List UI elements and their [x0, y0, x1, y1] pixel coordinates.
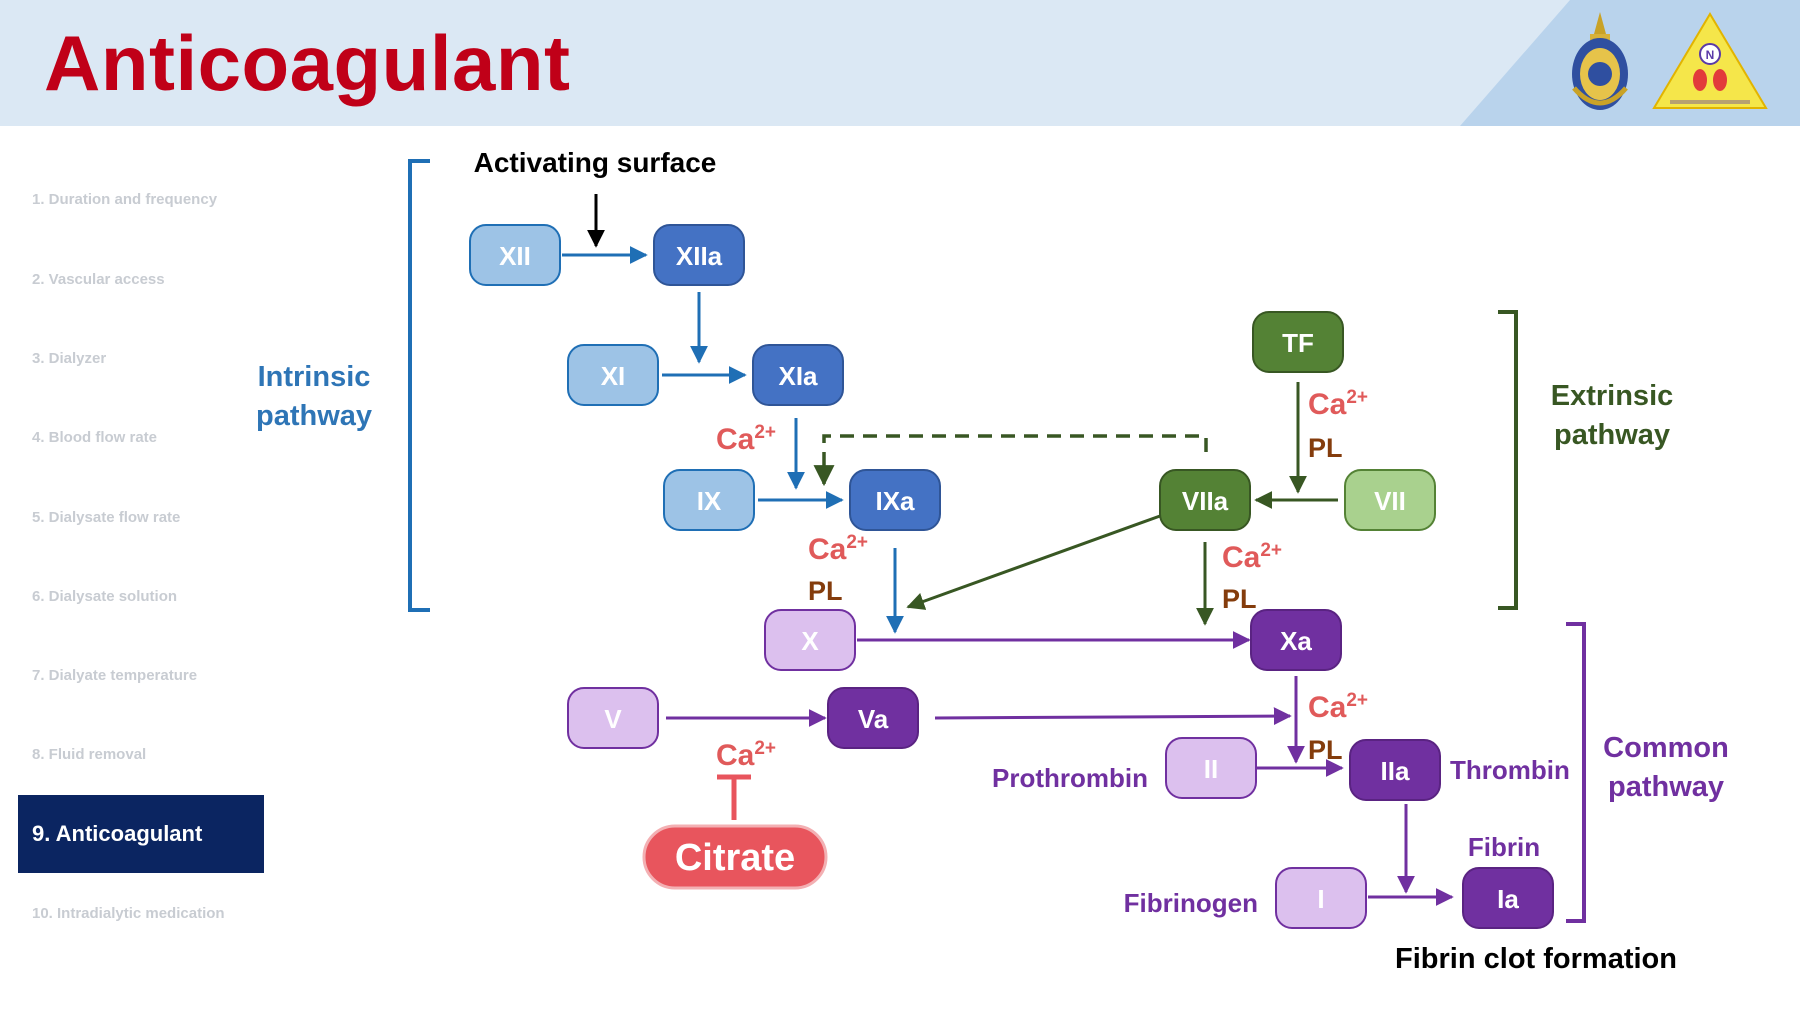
factor-v-label: V	[604, 704, 622, 734]
factor-ix-label: IX	[697, 486, 722, 516]
calcium-label-citrate: Ca2+	[716, 738, 776, 772]
calcium-label-xa: Ca2+	[1308, 690, 1368, 724]
calcium-text: Ca	[716, 739, 755, 772]
phospholipid-label-viia: PL	[1222, 584, 1257, 614]
common-label-line1: Common	[1603, 732, 1729, 764]
calcium-text: Ca	[1222, 541, 1261, 574]
calcium-text: Ca	[1308, 388, 1347, 421]
calcium-sup: 2+	[1346, 690, 1368, 711]
factor-tf: TF	[1252, 311, 1344, 373]
fibrin-label: Fibrin	[1468, 832, 1540, 862]
factor-x-label: X	[801, 626, 819, 656]
factor-vii-label: VII	[1374, 486, 1406, 516]
factor-xiia-label: XIIa	[676, 241, 723, 271]
nav-item-vascular-access[interactable]: 2. Vascular access	[32, 271, 165, 288]
factor-xiia: XIIa	[653, 224, 745, 286]
factor-x: X	[764, 609, 856, 671]
royal-seal-logo	[1572, 12, 1628, 110]
calcium-sup: 2+	[1346, 387, 1368, 408]
factor-tf-label: TF	[1282, 328, 1314, 358]
calcium-sup: 2+	[1260, 540, 1282, 561]
factor-xi-label: XI	[601, 361, 626, 391]
extrinsic-bracket	[1498, 310, 1518, 610]
factor-ia: Ia	[1462, 867, 1554, 929]
citrate-pill: Citrate	[642, 824, 828, 890]
prothrombin-label: Prothrombin	[992, 763, 1148, 793]
factor-xii-label: XII	[499, 241, 531, 271]
phospholipid-label-ixa: PL	[808, 576, 843, 606]
calcium-text: Ca	[808, 533, 847, 566]
extrinsic-label-line2: pathway	[1554, 419, 1670, 451]
nav-item-duration-frequency[interactable]: 1. Duration and frequency	[32, 191, 218, 208]
arrow-viia-activates-ix-dashed	[813, 434, 1208, 487]
page-title: Anticoagulant	[44, 19, 571, 107]
citrate-label: Citrate	[675, 837, 795, 879]
factor-ixa-label: IXa	[875, 486, 915, 516]
factor-xi: XI	[567, 344, 659, 406]
nav-item-blood-flow-rate[interactable]: 4. Blood flow rate	[32, 429, 158, 446]
nav-item-dialyzer[interactable]: 3. Dialyzer	[32, 350, 107, 367]
slide-header: Anticoagulant N	[0, 0, 1800, 126]
factor-iia-label: IIa	[1381, 756, 1410, 786]
factor-ixa: IXa	[849, 469, 941, 531]
nav-item-dialyate-temperature[interactable]: 7. Dialyate temperature	[32, 667, 198, 684]
intrinsic-label-line2: pathway	[256, 400, 372, 432]
factor-xia-label: XIa	[778, 361, 818, 391]
factor-v: V	[567, 687, 659, 749]
arrow-va-to-complex	[934, 707, 1292, 726]
common-label-line2: pathway	[1608, 771, 1724, 803]
svg-text:N: N	[1706, 48, 1715, 62]
nav-item-dialysate-flow-rate[interactable]: 5. Dialysate flow rate	[32, 509, 181, 526]
fibrinogen-label: Fibrinogen	[1124, 888, 1258, 918]
factor-xii: XII	[469, 224, 561, 286]
activating-surface-label: Activating surface	[474, 147, 717, 178]
factor-vii: VII	[1344, 469, 1436, 531]
factor-viia-label: VIIa	[1182, 486, 1229, 516]
factor-ia-label: Ia	[1497, 884, 1519, 914]
phospholipid-label-xa: PL	[1308, 735, 1343, 765]
calcium-sup: 2+	[846, 532, 868, 553]
thrombin-label: Thrombin	[1450, 755, 1570, 785]
factor-ix: IX	[663, 469, 755, 531]
extrinsic-label-line1: Extrinsic	[1551, 380, 1674, 412]
factor-xa-label: Xa	[1280, 626, 1312, 656]
factor-i-label: I	[1317, 884, 1324, 914]
calcium-sup: 2+	[754, 422, 776, 443]
calcium-label-ixa: Ca2+	[808, 532, 868, 566]
calcium-label-viia: Ca2+	[1222, 540, 1282, 574]
nav-item-anticoagulant-active[interactable]: 9. Anticoagulant	[18, 795, 264, 873]
factor-ii-label: II	[1204, 754, 1218, 784]
factor-xa: Xa	[1250, 609, 1342, 671]
intrinsic-bracket	[408, 159, 430, 612]
nav-item-fluid-removal[interactable]: 8. Fluid removal	[32, 746, 147, 763]
factor-iia: IIa	[1349, 739, 1441, 801]
arrow-viia-to-x	[906, 514, 1161, 610]
logo-group: N	[1572, 12, 1768, 110]
common-bracket	[1566, 622, 1586, 923]
cascade-arrows	[562, 194, 1454, 906]
phospholipid-label-tf: PL	[1308, 433, 1343, 463]
nav-item-dialysate-solution[interactable]: 6. Dialysate solution	[32, 588, 178, 605]
factor-ii: II	[1165, 737, 1257, 799]
calcium-text: Ca	[716, 423, 755, 456]
intrinsic-label-line1: Intrinsic	[258, 361, 371, 393]
fibrin-clot-formation-label: Fibrin clot formation	[1395, 943, 1677, 975]
calcium-text: Ca	[1308, 691, 1347, 724]
factor-viia: VIIa	[1159, 469, 1251, 531]
nephrology-society-logo: N	[1652, 12, 1768, 109]
calcium-sup: 2+	[754, 738, 776, 759]
calcium-label-tf: Ca2+	[1308, 387, 1368, 421]
factor-xia: XIa	[752, 344, 844, 406]
calcium-label-xia: Ca2+	[716, 422, 776, 456]
factor-va: Va	[827, 687, 919, 749]
nav-item-intradialytic-medication[interactable]: 10. Intradialytic medication	[32, 905, 225, 922]
factor-va-label: Va	[858, 704, 889, 734]
factor-i: I	[1275, 867, 1367, 929]
